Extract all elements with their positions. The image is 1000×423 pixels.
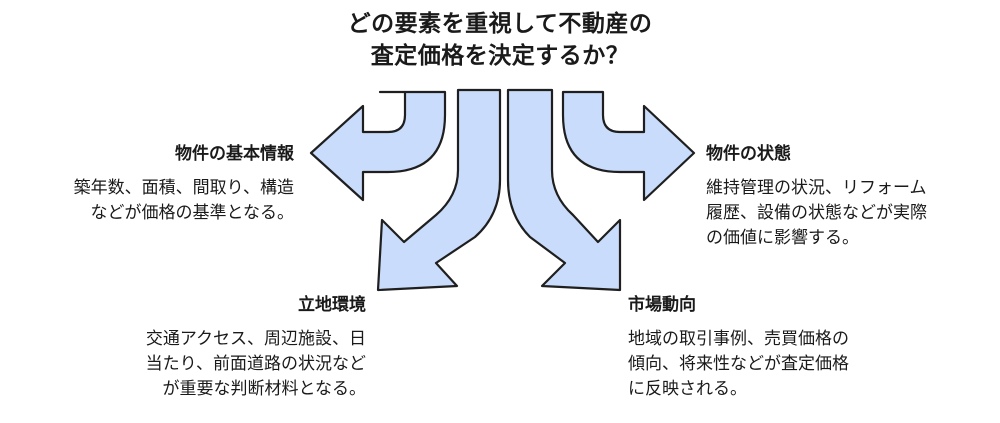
description-line: 傾向、将来性などが査定価格 — [628, 354, 849, 374]
factor-description: 築年数、面積、間取り、構造 などが価格の基準となる。 — [4, 176, 294, 226]
factor-basic-info: 物件の基本情報 築年数、面積、間取り、構造 などが価格の基準となる。 — [4, 142, 294, 226]
factor-description: 地域の取引事例、売買価格の 傾向、将来性などが査定価格 に反映される。 — [628, 327, 928, 402]
title-line-2: 査定価格を決定するか？ — [370, 43, 630, 69]
description-line: 築年数、面積、間取り、構造 — [73, 178, 294, 198]
factor-market: 市場動向 地域の取引事例、売買価格の 傾向、将来性などが査定価格 に反映される。 — [628, 293, 928, 402]
diagram-title: どの要素を重視して不動産の 査定価格を決定するか？ — [0, 8, 1000, 72]
description-line: 当たり、前面道路の状況など — [145, 354, 366, 374]
description-line: に反映される。 — [628, 379, 747, 399]
description-line: 地域の取引事例、売買価格の — [628, 329, 849, 349]
description-line: 維持管理の状況、リフォーム — [706, 178, 927, 198]
factor-condition: 物件の状態 維持管理の状況、リフォーム 履歴、設備の状態などが実際 の価値に影響… — [706, 142, 991, 251]
description-line: が重要な判断材料となる。 — [162, 379, 367, 399]
arrow-to-market — [506, 88, 622, 292]
factor-heading: 物件の基本情報 — [175, 144, 294, 164]
arrow-to-condition — [561, 90, 696, 202]
arrow-to-basic-info — [309, 90, 447, 202]
arrow-to-location — [376, 88, 502, 292]
description-line: 交通アクセス、周辺施設、日 — [145, 329, 366, 349]
factor-description: 交通アクセス、周辺施設、日 当たり、前面道路の状況など が重要な判断材料となる。 — [66, 327, 366, 402]
description-line: の価値に影響する。 — [706, 228, 859, 248]
description-line: 履歴、設備の状態などが実際 — [706, 203, 927, 223]
title-line-1: どの要素を重視して不動産の — [347, 11, 653, 37]
factor-heading: 市場動向 — [628, 295, 696, 315]
factor-location: 立地環境 交通アクセス、周辺施設、日 当たり、前面道路の状況など が重要な判断材… — [66, 293, 366, 402]
description-line: などが価格の基準となる。 — [90, 203, 295, 223]
factor-heading: 物件の状態 — [706, 144, 791, 164]
factor-heading: 立地環境 — [298, 295, 366, 315]
factor-description: 維持管理の状況、リフォーム 履歴、設備の状態などが実際 の価値に影響する。 — [706, 176, 991, 251]
